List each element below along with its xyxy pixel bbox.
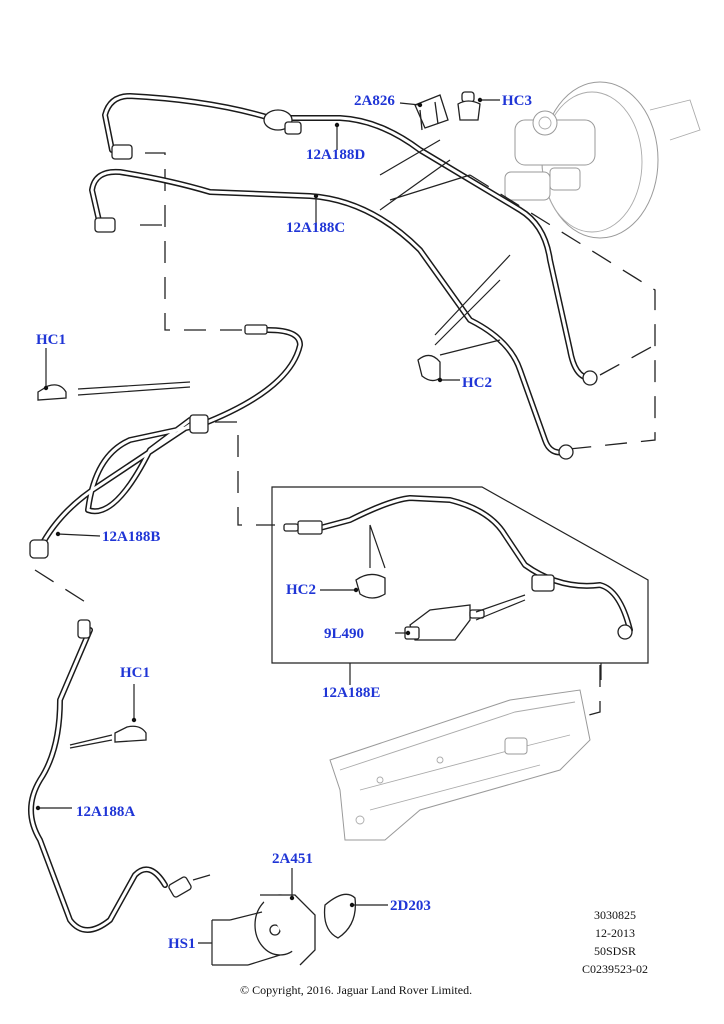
clip-hc1-lower [114, 725, 147, 743]
callout-12a188e: 12A188E [322, 685, 381, 701]
clip-2a826 [414, 94, 449, 131]
callout-hc2-upper: HC2 [462, 375, 492, 391]
hose-12a188b [29, 324, 303, 559]
copyright-notice: © Copyright, 2016. Jaguar Land Rover Lim… [240, 983, 473, 997]
brake-booster-ghost [504, 81, 701, 239]
reference-code-1: 3030825 [594, 908, 636, 922]
oil-sump-ghost [329, 689, 591, 841]
clip-hc3 [457, 91, 481, 121]
reference-code-4: C0239523-02 [582, 962, 648, 976]
hose-12a188d [102, 93, 598, 386]
leader-dots [35, 97, 483, 908]
inset-box-12a188e [271, 486, 649, 664]
clip-hc1-upper [37, 384, 67, 401]
callout-hc1-lower: HC1 [120, 665, 150, 681]
callout-12a188d: 12A188D [306, 147, 366, 163]
callout-2d203: 2D203 [390, 898, 431, 914]
solenoid-9l490 [404, 604, 485, 641]
callout-hs1: HS1 [168, 936, 196, 952]
callout-9l490: 9L490 [324, 626, 365, 642]
assembly-dash-lines [34, 152, 656, 717]
callout-2a826: 2A826 [354, 93, 395, 109]
hose-12a188a [28, 619, 192, 933]
hose-12a188c [89, 168, 574, 460]
callout-12a188c: 12A188C [286, 220, 346, 236]
clip-hc2-upper [417, 354, 441, 382]
callout-hc2-inset: HC2 [286, 582, 316, 598]
callout-12a188a: 12A188A [76, 804, 136, 820]
bolts-hs1 [229, 911, 281, 966]
hose-12a188e [283, 495, 633, 640]
leader-lines [38, 99, 602, 966]
callout-12a188b: 12A188B [102, 529, 161, 545]
clip-hc2-inset [355, 573, 386, 599]
reference-code-3: 50SDSR [593, 944, 637, 958]
callout-hc1-upper: HC1 [36, 332, 66, 348]
vacuum-pump-2a451 [254, 894, 316, 966]
callout-hc3: HC3 [502, 93, 532, 109]
reference-code-2: 12-2013 [595, 926, 635, 940]
gasket-2d203 [323, 893, 357, 939]
callout-2a451: 2A451 [272, 851, 313, 867]
